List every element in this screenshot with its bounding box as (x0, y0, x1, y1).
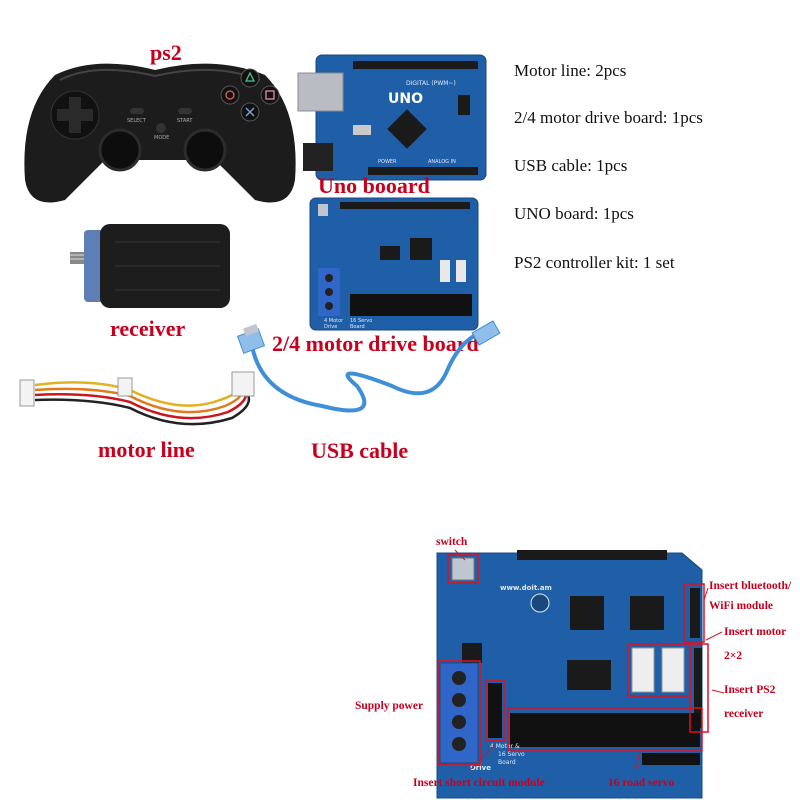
annotation-insert-motor: Insert motor (724, 626, 787, 638)
big-shield-name-3-text: Board (498, 759, 516, 766)
uno-board-image: DIGITAL (PWM~) UNO POWER ANALOG IN (297, 54, 487, 181)
big-shield-url-text: www.doit.am (500, 584, 552, 592)
annotation-supply-power: Supply power (355, 700, 424, 712)
mode-text: MODE (154, 135, 169, 141)
uno-power-text: POWER (378, 159, 397, 165)
spec-item-motor-line: Motor line: 2pcs (514, 61, 627, 80)
drive-board-label: 2/4 motor drive board (272, 331, 479, 356)
ps2-label: ps2 (150, 40, 182, 65)
annotated-shield-image: www.doit.am 4 Motor & 16 Servo Board Dri… (436, 550, 709, 799)
big-shield-drive-text: Drive (470, 764, 491, 772)
ps2-controller-image: SELECT START MODE (24, 63, 296, 203)
usb-cable-label: USB cable (311, 438, 409, 463)
shield-drive-text: Drive (324, 324, 337, 330)
shield-name-1-text: 4 Motor (324, 318, 344, 324)
annotation-servo: 16 road servo (608, 777, 675, 789)
big-shield-name-1-text: 4 Motor & (490, 743, 520, 750)
uno-board-label: Uno booard (318, 173, 430, 198)
spec-item-ps2-kit: PS2 controller kit: 1 set (514, 253, 675, 272)
spec-item-usb-cable: USB cable: 1pcs (514, 156, 628, 175)
uno-digital-text: DIGITAL (PWM~) (406, 80, 456, 87)
motor-line-image (19, 371, 255, 426)
shield-name-2-text: 16 Servo (350, 318, 372, 324)
usb-cable-image (236, 320, 501, 413)
big-shield-name-2-text: 16 Servo (498, 751, 525, 758)
annotation-switch: switch (436, 536, 468, 548)
annotation-short-circuit: Insert short circuit module (413, 777, 545, 789)
annotation-bluetooth-line1: Insert bluetooth/ (709, 580, 792, 592)
annotation-ps2-line1: Insert PS2 (724, 684, 776, 696)
spec-item-uno-board: UNO board: 1pcs (514, 204, 634, 223)
drive-board-image: 4 Motor Drive 16 Servo Board (309, 197, 479, 331)
shield-name-3-text: Board (350, 324, 365, 330)
motor-line-label: motor line (98, 437, 195, 462)
annotation-two-by-two: 2×2 (724, 650, 743, 662)
select-text: SELECT (127, 118, 147, 124)
receiver-image (70, 224, 230, 308)
uno-logo-text: UNO (388, 91, 423, 107)
spec-item-drive-board: 2/4 motor drive board: 1pcs (514, 108, 703, 127)
start-text: START (177, 118, 193, 124)
uno-analog-text: ANALOG IN (428, 159, 456, 165)
annotation-bluetooth-line2: WiFi module (709, 600, 774, 612)
annotation-ps2-line2: receiver (724, 708, 764, 720)
receiver-label: receiver (110, 316, 186, 341)
